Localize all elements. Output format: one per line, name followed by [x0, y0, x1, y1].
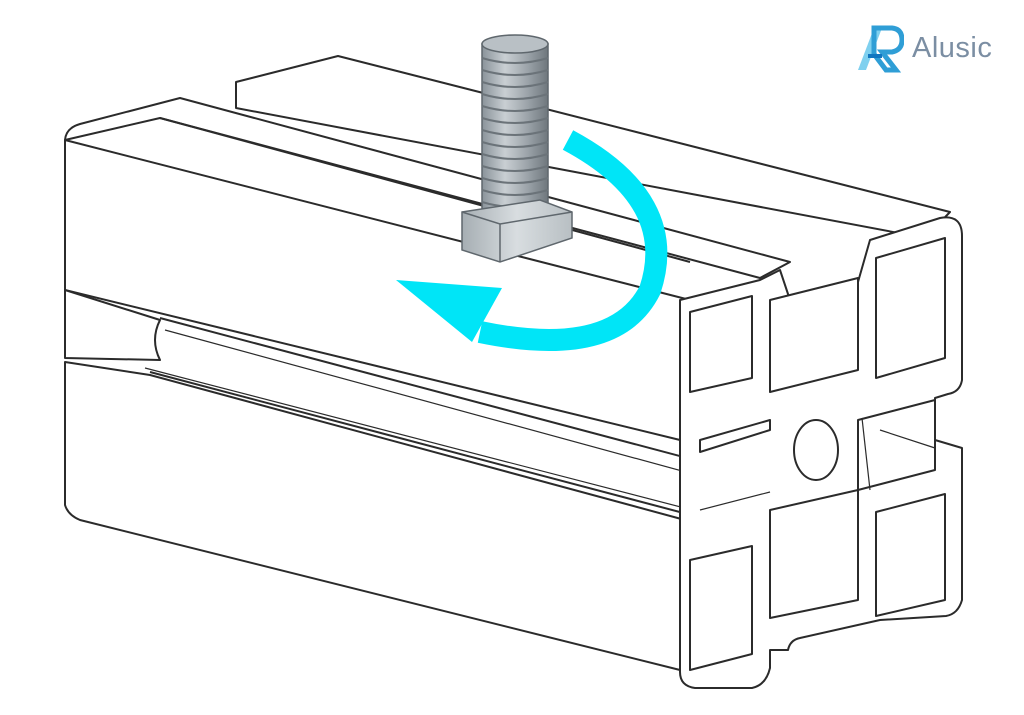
alusic-logo-icon — [858, 25, 904, 73]
brand-logo: Alusic — [852, 18, 992, 78]
bolt-threads — [481, 57, 549, 208]
t-bolt — [461, 34, 573, 263]
profile-body — [64, 55, 963, 689]
brand-name: Alusic — [912, 31, 993, 64]
rotate-clockwise-arrow-icon — [396, 130, 668, 351]
